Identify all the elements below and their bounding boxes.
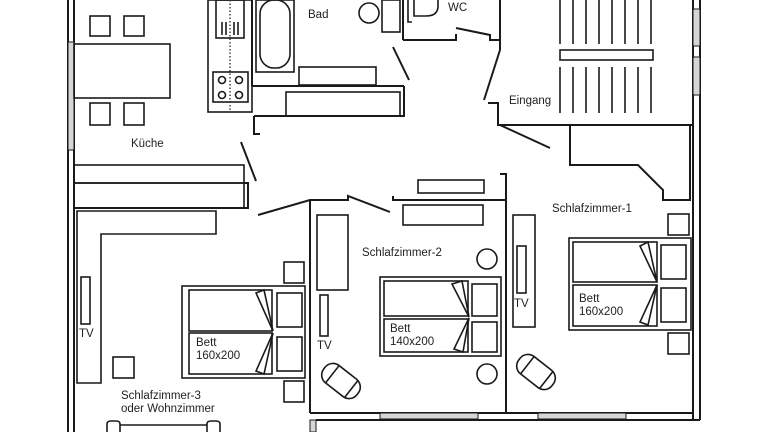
window-stairs-1 — [692, 8, 701, 47]
pillow — [471, 321, 498, 353]
kitchen-counter — [73, 182, 245, 209]
bath-cabinet — [298, 66, 377, 86]
room-label-entrance: Eingang — [509, 95, 551, 107]
staircase — [559, 0, 654, 113]
drainer — [221, 22, 239, 35]
lamp — [476, 363, 498, 385]
pillow — [276, 336, 303, 372]
entrance: Eingang — [483, 0, 692, 201]
bed-size: 160x200 — [196, 350, 240, 362]
room-label-kitchen: Küche — [131, 138, 164, 150]
bed-size: 140x200 — [390, 336, 434, 348]
tv-icon — [319, 294, 329, 337]
tv-icon — [516, 245, 527, 294]
wardrobe-bedroom1 — [569, 126, 691, 201]
chair — [123, 15, 145, 37]
bathroom: Bad — [251, 0, 410, 135]
bath-cabinet — [381, 0, 401, 33]
sofa — [106, 420, 121, 432]
pillow — [660, 287, 687, 323]
pillow — [276, 292, 303, 328]
side-table — [112, 356, 135, 379]
kitchen: Küche — [73, 0, 257, 209]
room-label-bath: Bad — [308, 9, 328, 21]
room-label-bedroom1: Schlafzimmer-1 — [552, 203, 632, 215]
sink — [215, 0, 245, 39]
wc: WC — [402, 0, 500, 41]
bed-140x200 — [379, 276, 502, 357]
window-bedroom2 — [379, 412, 479, 420]
bedroom-3: TV Bett 160x200 Schlafzimmer-3 oder Wohn… — [76, 210, 306, 432]
outer-walls — [67, 0, 701, 432]
bed-label: Bett — [579, 293, 600, 305]
sofa-corner — [76, 210, 217, 384]
toilet-icon — [413, 0, 439, 17]
tv-label: TV — [317, 340, 332, 352]
chair — [123, 102, 145, 126]
bath-shelf — [285, 91, 401, 117]
bed-160x200 — [568, 237, 692, 331]
tv-icon — [80, 276, 91, 325]
chair — [89, 102, 111, 126]
bed-160x200 — [181, 285, 306, 379]
cabinet — [512, 214, 536, 328]
nightstand — [283, 380, 305, 403]
stove-icon — [212, 71, 249, 103]
nightstand — [667, 332, 690, 355]
window-bedroom1 — [537, 412, 627, 420]
chair — [89, 15, 111, 37]
dining-table — [73, 43, 171, 99]
bathtub — [255, 0, 295, 73]
washbasin — [358, 2, 380, 24]
nightstand — [283, 261, 305, 284]
bed-label: Bett — [196, 337, 217, 349]
armchair-icon — [320, 362, 362, 400]
hallway-walls — [257, 173, 507, 413]
tv-label: TV — [79, 328, 94, 340]
room-label-bedroom2: Schlafzimmer-2 — [362, 247, 442, 259]
room-label-bedroom3: Schlafzimmer-3 — [121, 390, 201, 402]
kitchen-counter — [73, 164, 245, 184]
wall-stub — [309, 419, 317, 432]
bed-size: 160x200 — [579, 306, 623, 318]
pillow — [471, 283, 498, 317]
pillow — [660, 244, 687, 280]
room-label-wc: WC — [448, 2, 467, 14]
cabinet — [316, 214, 349, 291]
bathtub-inner — [259, 0, 291, 69]
bedroom-1: Schlafzimmer-1 TV Bett 160x200 — [512, 203, 692, 391]
shelf — [417, 179, 485, 194]
tv-label: TV — [514, 298, 529, 310]
wardrobe-bedroom2 — [402, 204, 484, 226]
room-label-bedroom3-sub: oder Wohnzimmer — [121, 403, 215, 415]
window-kitchen — [67, 41, 75, 151]
window-stairs-2 — [692, 56, 701, 96]
bedroom-2: TV Schlafzimmer-2 Bett 140x200 — [316, 214, 502, 400]
bed-label: Bett — [390, 323, 411, 335]
nightstand — [667, 213, 690, 236]
armchair-icon — [515, 353, 557, 391]
lamp — [476, 248, 498, 270]
toilet-tank — [407, 0, 412, 23]
